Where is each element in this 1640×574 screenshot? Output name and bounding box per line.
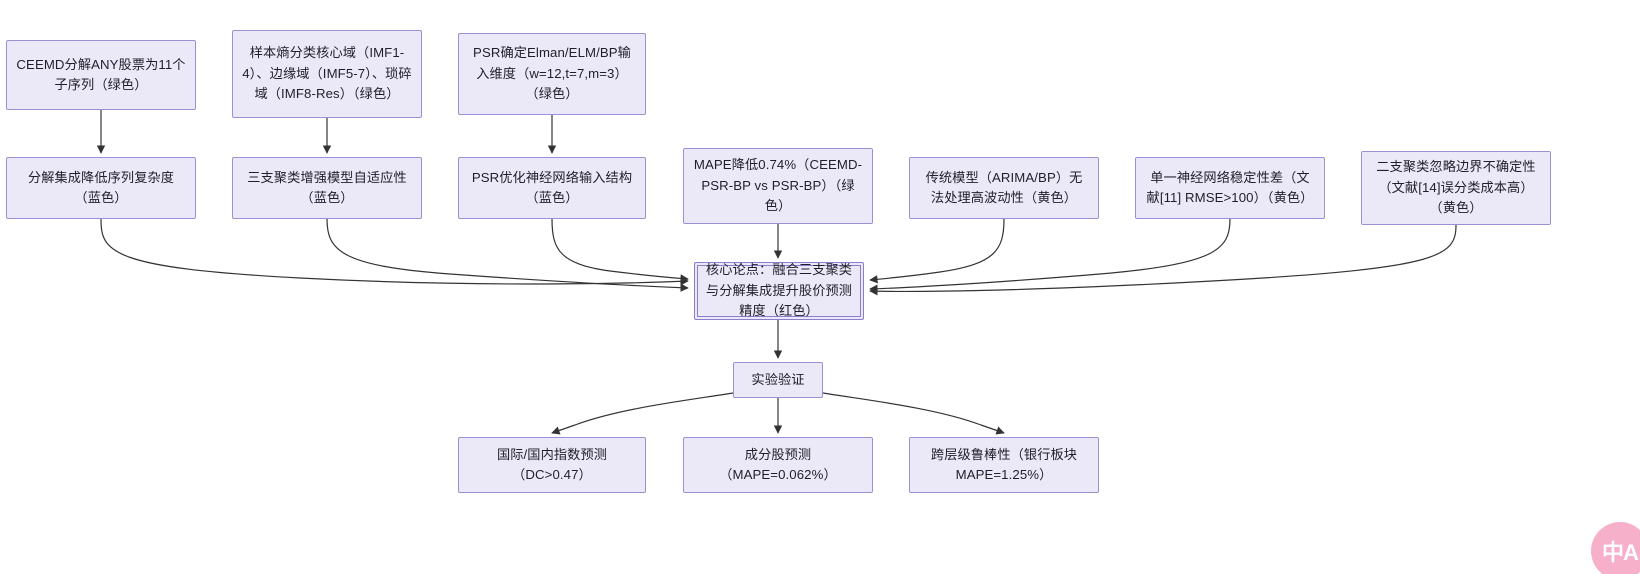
- node-label: 传统模型（ARIMA/BP）无法处理高波动性（黄色）: [925, 169, 1083, 205]
- node-label: PSR优化神经网络输入结构（蓝色）: [471, 169, 633, 205]
- node-psr-network-structure[interactable]: PSR优化神经网络输入结构（蓝色）: [458, 157, 646, 219]
- node-label: 分解集成降低序列复杂度（蓝色）: [27, 169, 175, 205]
- node-ceemd-decomposition[interactable]: CEEMD分解ANY股票为11个子序列（绿色）: [6, 40, 196, 110]
- edge-traditional-to-core: [869, 218, 1005, 284]
- node-label: 跨层级鲁棒性（银行板块MAPE=1.25%）: [930, 446, 1078, 482]
- node-component-stock-result[interactable]: 成分股预测（MAPE=0.062%）: [683, 437, 873, 493]
- node-sample-entropy-classification[interactable]: 样本熵分类核心域（IMF1-4）、边缘域（IMF5-7）、琐碎域（IMF8-Re…: [232, 30, 422, 118]
- node-label: PSR确定Elman/ELM/BP输入维度（w=12,t=7,m=3）（绿色）: [473, 45, 631, 102]
- node-label: 单一神经网络稳定性差（文献[11] RMSE>100）（黄色）: [1146, 169, 1314, 205]
- edge-experiment-to-crosslayer: [822, 392, 1005, 435]
- edge-singlenn-to-core: [869, 218, 1231, 293]
- node-traditional-model-limitation[interactable]: 传统模型（ARIMA/BP）无法处理高波动性（黄色）: [909, 157, 1099, 219]
- node-label: 三支聚类增强模型自适应性（蓝色）: [247, 169, 407, 205]
- node-psr-input-dimension[interactable]: PSR确定Elman/ELM/BP输入维度（w=12,t=7,m=3）（绿色）: [458, 33, 646, 115]
- node-core-claim[interactable]: 核心论点：融合三支聚类与分解集成提升股价预测精度（红色）: [694, 262, 864, 320]
- node-two-way-clustering-limitation[interactable]: 二支聚类忽略边界不确定性（文献[14]误分类成本高）（黄色）: [1361, 151, 1551, 225]
- node-label: 实验验证: [751, 371, 805, 387]
- watermark-badge: 中A: [1591, 522, 1640, 574]
- node-experiment-validation[interactable]: 实验验证: [733, 362, 823, 398]
- node-mape-reduction[interactable]: MAPE降低0.74%（CEEMD-PSR-BP vs PSR-BP）（绿色）: [683, 148, 873, 224]
- node-cross-layer-robustness-result[interactable]: 跨层级鲁棒性（银行板块MAPE=1.25%）: [909, 437, 1099, 493]
- watermark-text: 中A: [1602, 540, 1639, 565]
- node-three-way-clustering-adaptive[interactable]: 三支聚类增强模型自适应性（蓝色）: [232, 157, 422, 219]
- edge-twoway-to-core: [869, 224, 1457, 296]
- node-label: MAPE降低0.74%（CEEMD-PSR-BP vs PSR-BP）（绿色）: [693, 157, 863, 214]
- edge-experiment-to-index: [551, 392, 734, 435]
- node-label: 成分股预测（MAPE=0.062%）: [719, 446, 837, 482]
- edge-psrstruct-to-core: [551, 218, 689, 283]
- node-label: 国际/国内指数预测（DC>0.47）: [496, 446, 608, 482]
- node-decomposition-complexity[interactable]: 分解集成降低序列复杂度（蓝色）: [6, 157, 196, 219]
- node-label: 二支聚类忽略边界不确定性（文献[14]误分类成本高）（黄色）: [1376, 159, 1536, 216]
- node-single-neural-network-instability[interactable]: 单一神经网络稳定性差（文献[11] RMSE>100）（黄色）: [1135, 157, 1325, 219]
- node-label: 核心论点：融合三支聚类与分解集成提升股价预测精度（红色）: [705, 262, 853, 319]
- edge-threeway-to-core: [326, 218, 689, 292]
- edge-decomp-to-core: [100, 218, 689, 286]
- node-label: CEEMD分解ANY股票为11个子序列（绿色）: [16, 56, 186, 92]
- node-index-forecast-result[interactable]: 国际/国内指数预测（DC>0.47）: [458, 437, 646, 493]
- node-label: 样本熵分类核心域（IMF1-4）、边缘域（IMF5-7）、琐碎域（IMF8-Re…: [242, 45, 412, 102]
